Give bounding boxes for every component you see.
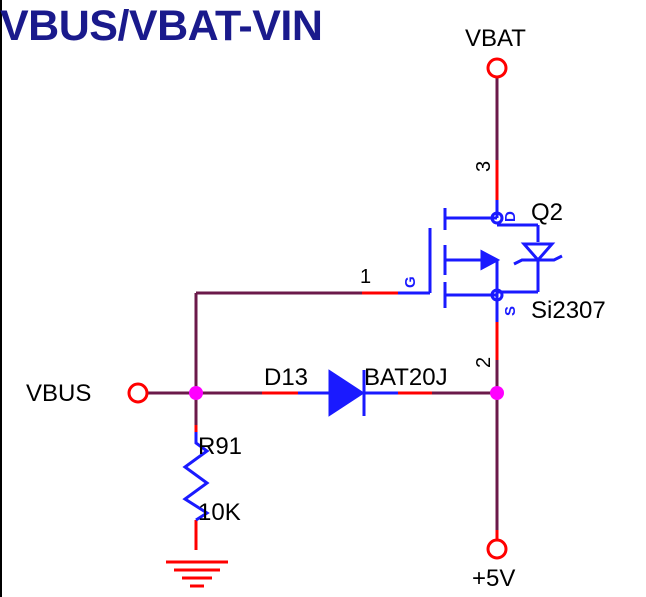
q2-source-mark: S [502,306,519,316]
q2-part-label: Si2307 [531,297,606,324]
d13-ref-label: D13 [264,364,308,391]
page-title: VBUS/VBAT-VIN [0,2,323,50]
q2-mosfet-symbol [398,200,563,322]
r91-ref-label: R91 [198,433,242,460]
q2-body-diode-triangle [520,242,556,263]
net-label-plus5v: +5V [472,565,515,592]
pin-stubs [194,160,499,550]
junction-dot-source [490,386,504,400]
q2-channel-arrow [480,249,501,271]
d13-diode-symbol [298,369,398,417]
port-vbus-circle [127,382,149,404]
q2-ref-label: Q2 [531,199,563,226]
junction-dot-vbus [189,386,203,400]
d13-part-label: BAT20J [364,364,448,391]
net-label-vbus: VBUS [26,380,91,407]
port-plus5v-circle [486,538,508,560]
q2-drain-node [490,211,504,225]
port-vbat-circle [486,57,508,79]
d13-triangle [328,369,365,417]
q2-pin-drain-number: 3 [473,161,495,172]
q2-pin-gate-number: 1 [360,266,371,288]
q2-gate-mark: G [402,276,419,288]
net-label-vbat: VBAT [465,25,526,52]
junctions [189,386,504,400]
q2-pin-source-number: 2 [473,357,495,368]
q2-drain-mark: D [502,211,519,222]
q2-source-node [490,288,504,302]
r91-value-label: 10K [198,499,241,526]
q2-body-diode-zener-bar [513,254,563,266]
r91-resistor-zigzag [182,432,210,522]
left-border-line [0,0,2,597]
ports [127,57,508,560]
ground-icon [166,560,228,588]
